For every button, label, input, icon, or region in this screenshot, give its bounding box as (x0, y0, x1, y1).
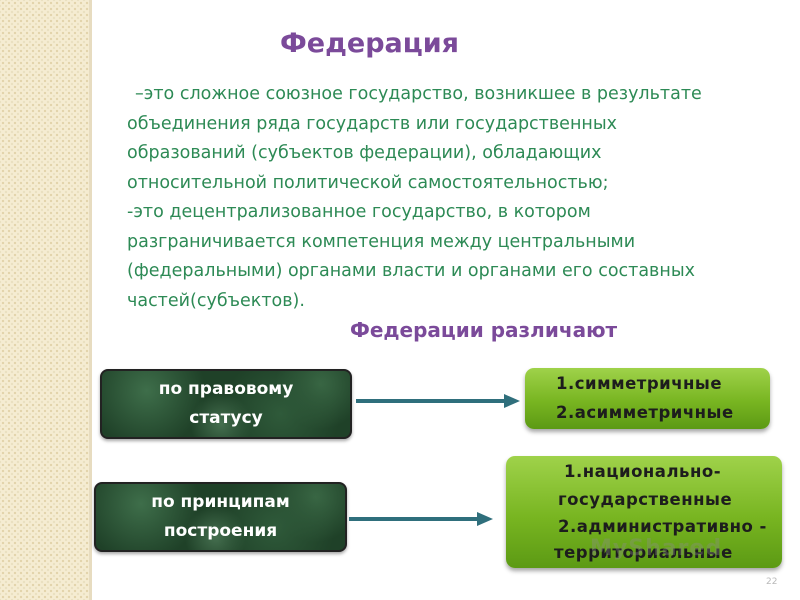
definition-line: –это сложное союзное государство, возник… (135, 84, 702, 104)
definition-line: образований (субъектов федерации), облад… (127, 143, 602, 163)
type-item: 1.симметричные (556, 374, 723, 393)
criterion-label-line: по правовому (158, 379, 294, 399)
definition-line: -это децентрализованное государство, в к… (127, 202, 591, 222)
criterion-label-line: по принципам (151, 492, 290, 512)
definition-line: объединения ряда государств или государс… (127, 113, 617, 134)
classification-subtitle: Федерации различают (350, 318, 618, 342)
definition-line: разграничивается компетенция между центр… (127, 231, 636, 252)
criterion-label-line: статусу (189, 408, 263, 428)
type-item: 2.административно - (558, 517, 767, 536)
definition-text: –это сложное союзное государство, возник… (127, 80, 787, 316)
side-strip-border (89, 0, 92, 600)
type-item: государственные (558, 490, 733, 509)
watermark-logo: MyShared (590, 536, 723, 561)
types-box-structure: 1.национально- государственные 2.админис… (506, 456, 782, 568)
type-item: 1.национально- (564, 462, 722, 481)
page-number: 22 (766, 577, 778, 587)
criterion-box-structure: по принципам построения (94, 482, 347, 552)
slide-title: Федерация (280, 28, 460, 59)
decorative-side-strip (0, 0, 89, 600)
arrow-right-icon (349, 512, 493, 526)
definition-line: частей(субъектов). (127, 290, 305, 311)
type-item: 2.асимметричные (556, 403, 734, 422)
type-item: территориальные (554, 543, 733, 562)
arrow-right-icon (356, 394, 520, 408)
types-box-legal-status: 1.симметричные 2.асимметричные (525, 368, 770, 429)
criterion-box-legal-status: по правовому статусу (100, 369, 352, 439)
criterion-label-line: построения (163, 521, 278, 541)
definition-line: относительной политической самостоятельн… (127, 172, 609, 193)
definition-line: (федеральными) органами власти и органам… (127, 261, 695, 281)
